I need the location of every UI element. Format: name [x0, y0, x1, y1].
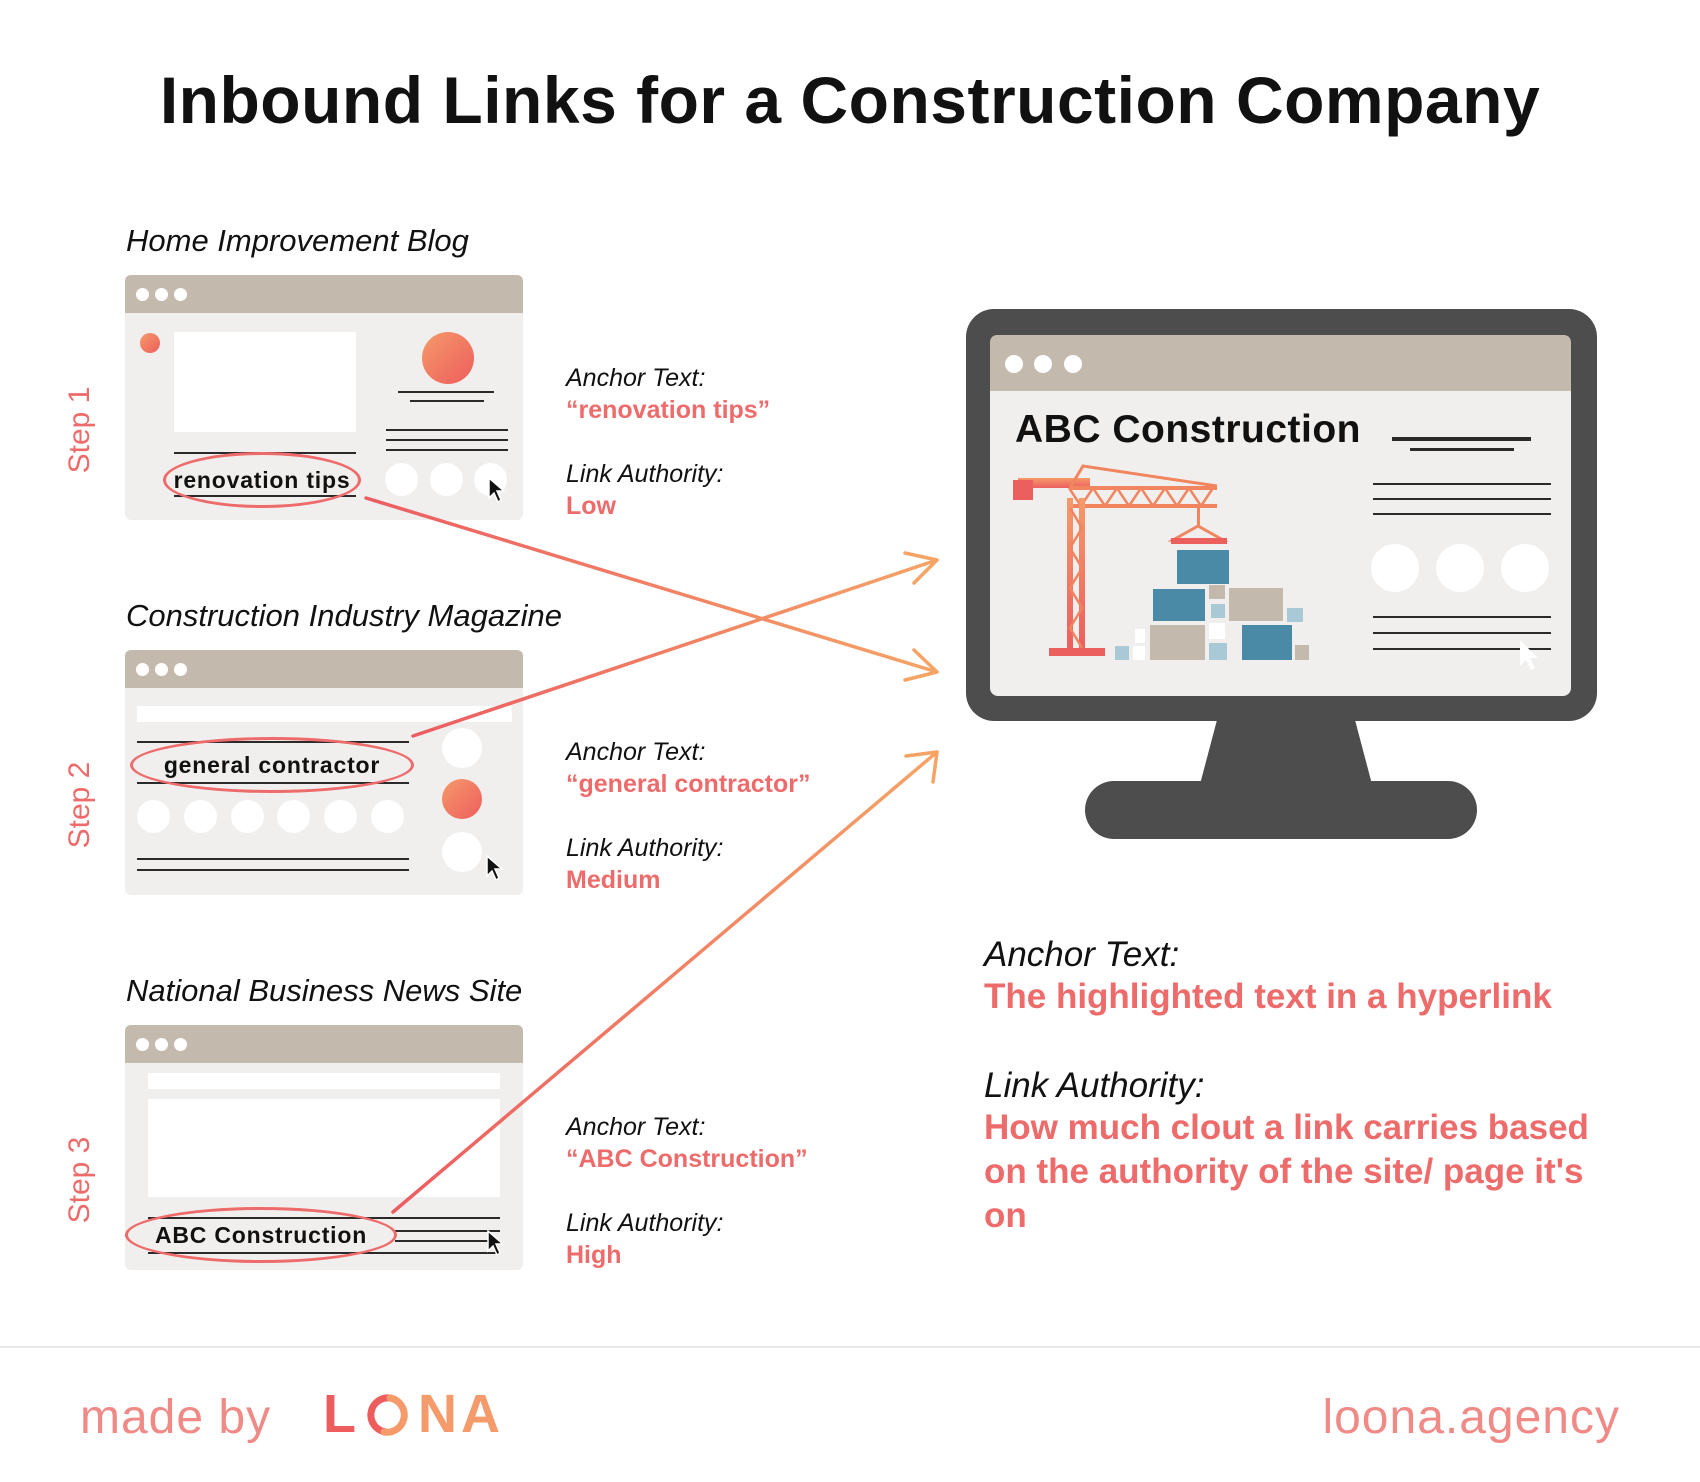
arrow-icon: [411, 558, 939, 738]
circle-placeholder: [231, 800, 264, 833]
anchor-link-renovation-tips[interactable]: renovation tips: [163, 452, 361, 508]
made-by-text: made by: [80, 1391, 272, 1444]
window-dot: [155, 288, 168, 301]
cursor-icon: [486, 855, 505, 881]
anchor-text-label-3: Anchor Text:: [566, 1113, 706, 1141]
circle-placeholder: [442, 728, 482, 768]
text-line: [395, 1240, 500, 1242]
text-line: [137, 858, 409, 860]
crane-icon: [1013, 464, 1229, 656]
window-titlebar: [125, 275, 523, 313]
header-placeholder: [148, 1073, 500, 1089]
anchor-link-general-contractor[interactable]: general contractor: [130, 737, 414, 793]
browser-window-step-1: renovation tips: [125, 275, 523, 520]
header-placeholder: [137, 706, 512, 722]
text-line: [386, 429, 508, 431]
orange-circle-icon: [442, 779, 482, 819]
anchor-text-label-1: Anchor Text:: [566, 364, 706, 392]
monitor-icon: [966, 309, 1597, 839]
definition-authority-label: Link Authority:: [984, 1066, 1205, 1105]
anchor-text-label-2: Anchor Text:: [566, 738, 706, 766]
link-authority-label-1: Link Authority:: [566, 460, 724, 488]
circle-placeholder: [371, 800, 404, 833]
circle-placeholder: [385, 463, 418, 496]
circle-placeholder: [430, 463, 463, 496]
text-line: [395, 1230, 500, 1232]
definition-anchor-label: Anchor Text:: [984, 935, 1180, 974]
arrow-icon: [904, 750, 939, 784]
anchor-link-abc-construction[interactable]: ABC Construction: [125, 1207, 397, 1263]
text-line: [386, 439, 508, 441]
text-line: [137, 869, 409, 871]
arrow-icon: [903, 648, 939, 682]
link-authority-label-3: Link Authority:: [566, 1209, 724, 1237]
definition-anchor-value: The highlighted text in a hyperlink: [984, 977, 1552, 1016]
window-dot: [155, 1038, 168, 1051]
anchor-text-value-2: “general contractor”: [566, 770, 811, 798]
link-authority-value-2: Medium: [566, 866, 661, 894]
circle-placeholder: [442, 832, 482, 872]
text-line: [398, 391, 494, 393]
definition-authority-value: How much clout a link carries based on t…: [984, 1108, 1589, 1235]
window-titlebar: [125, 650, 523, 688]
page-title: Inbound Links for a Construction Company: [159, 63, 1541, 137]
window-dot: [174, 663, 187, 676]
text-line: [410, 400, 484, 402]
site-name-step-3: National Business News Site: [126, 973, 523, 1008]
logo-letters-na: NA: [418, 1384, 504, 1444]
orange-circle-icon: [422, 332, 474, 384]
text-line: [386, 449, 508, 451]
arrow-icon: [364, 496, 939, 674]
content-image-placeholder: [174, 332, 356, 432]
circle-placeholder: [324, 800, 357, 833]
website-link[interactable]: loona.agency: [1322, 1391, 1620, 1444]
target-site-title: ABC Construction: [1015, 408, 1361, 451]
site-name-step-2: Construction Industry Magazine: [126, 598, 562, 633]
browser-window-step-3: ABC Construction: [125, 1025, 523, 1270]
window-dot: [136, 663, 149, 676]
logo-letter-l: L: [323, 1384, 360, 1444]
link-authority-label-2: Link Authority:: [566, 834, 724, 862]
arrow-icon: [391, 750, 939, 1214]
link-authority-value-3: High: [566, 1241, 622, 1269]
cursor-icon: [488, 477, 507, 503]
window-dot: [136, 288, 149, 301]
orange-dot-icon: [140, 333, 160, 353]
circle-placeholder: [277, 800, 310, 833]
window-dot: [155, 663, 168, 676]
window-dot: [174, 288, 187, 301]
anchor-text-value-1: “renovation tips”: [566, 396, 771, 424]
circle-placeholder: [184, 800, 217, 833]
window-dot: [136, 1038, 149, 1051]
footer-divider: [0, 1346, 1700, 1348]
window-dot: [174, 1038, 187, 1051]
anchor-text-value-3: “ABC Construction”: [566, 1145, 808, 1173]
site-name-step-1: Home Improvement Blog: [126, 223, 469, 258]
cursor-icon: [487, 1230, 506, 1256]
arrow-icon: [903, 551, 939, 585]
logo-oo-icon: [367, 1394, 408, 1436]
browser-window-step-2: general contractor: [125, 650, 523, 895]
window-titlebar: [125, 1025, 523, 1063]
content-image-placeholder: [148, 1099, 500, 1197]
loona-logo[interactable]: L NA: [323, 1383, 504, 1445]
link-authority-value-1: Low: [566, 492, 616, 520]
circle-placeholder: [137, 800, 170, 833]
